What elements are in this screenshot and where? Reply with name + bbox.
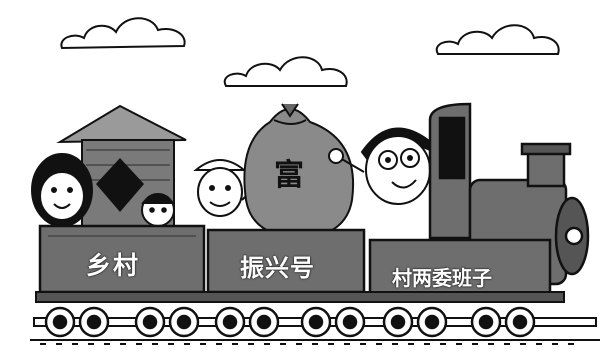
- cloud-right: [435, 24, 560, 55]
- car-2-body: [206, 228, 366, 294]
- black-package: [96, 158, 144, 212]
- money-sack: [243, 103, 354, 240]
- old-man-passenger: [193, 159, 270, 217]
- wheels: [44, 306, 536, 338]
- car-label-2: 振兴号: [240, 254, 315, 282]
- child-passenger: [141, 193, 175, 227]
- cloud-left: [60, 17, 186, 50]
- sack-character: 富: [274, 158, 304, 193]
- car-1-body: [38, 224, 206, 294]
- girl-passenger: [31, 153, 93, 227]
- cloud-middle: [223, 56, 348, 87]
- car-label-1: 乡村: [86, 251, 141, 280]
- locomotive: [428, 102, 590, 286]
- boy-driver: [328, 127, 432, 205]
- car-label-3: 村两委班子: [392, 266, 492, 290]
- car-3-body: [368, 238, 552, 296]
- rail-track: [30, 339, 600, 345]
